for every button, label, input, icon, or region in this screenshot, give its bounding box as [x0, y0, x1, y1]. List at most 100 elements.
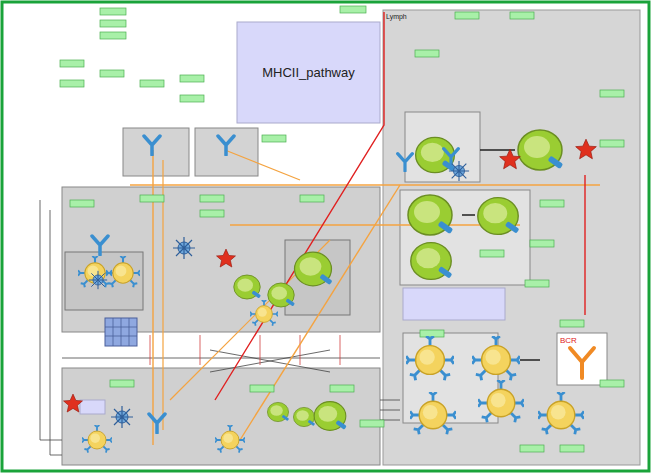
red-star: [217, 249, 236, 267]
small-box: [600, 140, 624, 147]
small-box: [600, 380, 624, 387]
antibody: [149, 414, 165, 433]
small-box: [100, 32, 126, 39]
wire: [62, 358, 380, 359]
small-box: [60, 80, 84, 87]
yellow-cell: [472, 336, 520, 380]
small-box: [510, 12, 534, 19]
tissue-panel: [62, 368, 380, 465]
yellow-cell: [410, 392, 456, 434]
lymph-region: [383, 10, 640, 465]
yellow-cell: [250, 300, 278, 326]
small-box: [140, 195, 164, 202]
sub-panel: [400, 190, 530, 285]
small-box: [420, 330, 444, 337]
yellow-cell: [106, 256, 140, 287]
wire: [462, 150, 540, 360]
small-box: [455, 12, 479, 19]
sub-panel: [285, 240, 350, 315]
pathway-box: MHCII_pathway: [237, 22, 380, 123]
orange-wire: [225, 150, 300, 180]
small-box: [360, 420, 384, 427]
small-box: [140, 80, 164, 87]
antibody: [398, 154, 413, 171]
antigens: [64, 139, 597, 428]
yellow-cell: [406, 336, 454, 380]
sub-panel: [123, 128, 189, 176]
small-box: [330, 385, 354, 392]
small-box: [250, 385, 274, 392]
red-wire: [584, 175, 585, 315]
wire: [210, 350, 330, 372]
small-box: [200, 210, 224, 217]
small-box: [560, 445, 584, 452]
orange-wire: [152, 150, 153, 445]
small-box: [415, 50, 439, 57]
icon-box: [557, 333, 607, 385]
small-boxes: [60, 6, 624, 452]
green-cell: [478, 198, 520, 235]
regions: [62, 10, 640, 465]
small-box: [525, 280, 549, 287]
antibody-icon: [570, 348, 594, 378]
wire: [50, 210, 62, 455]
node-text: MHCII_pathway: [262, 65, 354, 80]
yellow-cell: [82, 425, 112, 453]
small-box: [100, 8, 126, 15]
small-box: [100, 20, 126, 27]
green-cell: [295, 252, 333, 286]
green-cell: [314, 402, 347, 431]
wire: [380, 400, 400, 420]
antibody: [218, 136, 234, 155]
pathway-box: [237, 22, 380, 123]
antibody: [444, 149, 459, 166]
virus: [173, 237, 195, 259]
small-box: [340, 6, 366, 13]
small-box: [300, 195, 324, 202]
small-box: [560, 320, 584, 327]
region-box: Lymph: [383, 10, 640, 465]
green-cell: [293, 407, 315, 426]
sub-panel: [403, 333, 498, 423]
small-box: [100, 70, 124, 77]
orange-wire: [240, 185, 400, 440]
yellow-cell: [215, 425, 245, 453]
small-box: [180, 95, 204, 102]
red-star: [64, 394, 83, 412]
antibodies: [92, 136, 594, 433]
yellow-cell: [478, 380, 524, 422]
small-box: [520, 445, 544, 452]
antibody: [144, 136, 160, 155]
small-box: [180, 75, 204, 82]
green-cell: [267, 402, 289, 421]
sub-panel: [195, 128, 258, 176]
small-box: [480, 250, 504, 257]
red-star: [576, 139, 597, 159]
sub-panel: [405, 112, 480, 182]
wire: [40, 200, 62, 440]
small-box: [600, 90, 624, 97]
red-wire: [215, 12, 384, 400]
node-text: Lymph: [386, 13, 407, 20]
pathway-box: [80, 400, 105, 414]
icon-label: BCR: [560, 336, 577, 345]
wires: [40, 12, 600, 455]
pathway-box: [403, 288, 505, 320]
grid-icon: [105, 318, 137, 346]
antibody: [92, 236, 108, 255]
red-star: [500, 149, 521, 169]
yellow-cell: [538, 392, 584, 434]
grid-lines: [105, 318, 137, 346]
small-box: [200, 195, 224, 202]
small-box: [262, 135, 286, 142]
small-box: [110, 380, 134, 387]
small-box: [70, 200, 94, 207]
green-cell: [268, 283, 295, 307]
orange-wire: [130, 184, 600, 185]
green-cell: [408, 195, 453, 235]
virus: [111, 406, 133, 428]
green-cell: [518, 130, 563, 170]
cells: [78, 130, 584, 453]
